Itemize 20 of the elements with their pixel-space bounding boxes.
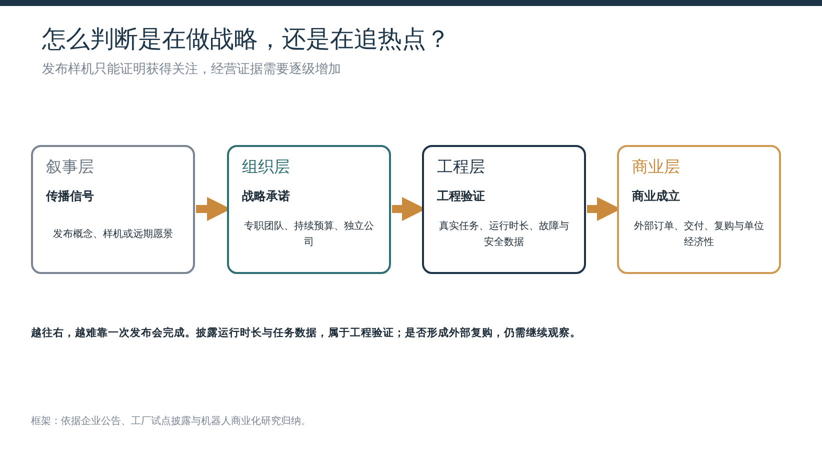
layer-card [422,145,586,274]
layer-description: 真实任务、运行时长、故障与安全数据 [438,220,570,250]
footer-note: 框架：依据企业公告、工厂试点披露与机器人商业化研究归纳。 [31,414,311,429]
layer-card [227,145,391,274]
layer-description: 专职团队、持续预算、独立公司 [243,220,375,250]
subtitle: 发布样机只能证明获得关注，经营证据需要逐级增加 [42,61,341,79]
layer-title: 工程层 [437,157,486,177]
layer-title: 组织层 [242,157,291,177]
note: 越往右，越难靠一次发布会完成。披露运行时长与任务数据，属于工程验证；是否形成外部复购，仍需继续观察。 [31,326,581,341]
layer-description: 外部订单、交付、复购与单位经济性 [633,220,765,250]
layer-subtitle: 战略承诺 [242,188,291,205]
title: 怎么判断是在做战略，还是在追热点？ [42,24,450,54]
layer-subtitle: 工程验证 [437,188,486,205]
layer-title: 商业层 [632,157,681,177]
layer-card [617,145,781,274]
layer-subtitle: 传播信号 [46,188,95,205]
layer-subtitle: 商业成立 [632,188,681,205]
layer-title: 叙事层 [46,157,95,177]
layer-card [31,145,195,274]
layer-description: 发布概念、样机或远期愿景 [52,228,174,242]
